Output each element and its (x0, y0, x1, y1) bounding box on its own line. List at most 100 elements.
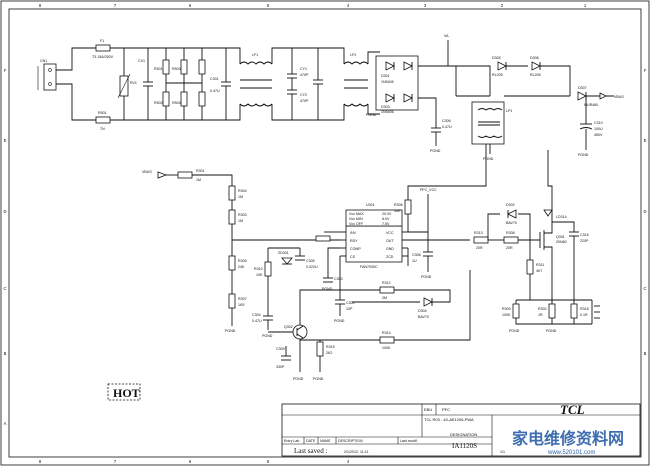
last-saved-value: 2/1/2012, 11:11 (344, 450, 368, 454)
net-pfc-vcc: PFC_VCC (420, 188, 437, 192)
row-label: B (644, 351, 647, 356)
r309-label: R309 (502, 307, 511, 311)
row-label: D (643, 209, 646, 214)
d305-label: D305 (492, 56, 501, 60)
r308-value: 20R (506, 246, 513, 250)
r314-value: 100K (382, 346, 391, 350)
row-label: B (4, 351, 7, 356)
net-va: VA (444, 34, 449, 38)
emi-input-section: CN1 F1 T3.15A/250V R501 7N RV1 CX1 (37, 39, 369, 131)
cn1-connector (43, 63, 57, 91)
c308-label: C308 (412, 253, 421, 257)
col-label: 1 (584, 3, 587, 8)
ld314-label: LD314 (556, 215, 567, 219)
d305-value: RL205 (492, 73, 503, 77)
zd301-label: ZD301 (278, 251, 289, 255)
d306-value: RL205 (530, 73, 541, 77)
d304b-label: D304 (418, 309, 427, 313)
row-label: C (3, 286, 6, 291)
r302-value: 1R (538, 313, 543, 317)
r315-label: R315 (326, 345, 335, 349)
r306-label: R306 (394, 203, 403, 207)
col-label: 8 (39, 3, 42, 8)
col-label: 2 (501, 3, 504, 8)
r303-label: R303 (238, 213, 247, 217)
c302-value: 10P (346, 307, 353, 311)
cn1-label: CN1 (40, 59, 47, 63)
r312-label: R312 (382, 281, 391, 285)
col-label: 7 (114, 459, 117, 464)
r304-value: 1M (238, 195, 243, 199)
u301-pin: ZCD (386, 255, 394, 259)
rs-label: R501 (98, 111, 107, 115)
u301-note-val: 20.0V (382, 212, 392, 216)
r318-value: 0.1R (580, 313, 588, 317)
r308-label: R308 (506, 231, 515, 235)
c310-value: 100U (594, 127, 603, 131)
u301-pin: OUT (386, 239, 394, 243)
row-label: C (643, 286, 646, 291)
c308-value: 1U (412, 259, 417, 263)
col-header: Entry Lab (284, 439, 299, 443)
d307-value: MUR460 (584, 103, 598, 107)
c309-value: 330P (276, 365, 285, 369)
col-label: 4 (347, 3, 350, 8)
bleeder-resistors: R501 R502 R503 R504 (154, 48, 206, 120)
c301-value: 0.47U (210, 89, 220, 93)
u301-pin: CS (350, 255, 356, 259)
designation-value: IA1120S (452, 442, 477, 450)
r313-value: 20R (476, 246, 483, 250)
row-label: F (4, 68, 7, 73)
u301-note: Vcc MAX (349, 212, 364, 216)
pgnd-c302: PGND (334, 319, 345, 323)
r311-label: R311 (536, 263, 544, 267)
ebu-label: EBU (424, 407, 432, 412)
net-vbus-out: VBUS (614, 95, 624, 99)
row-labels: F E D C B A F E D C B (3, 68, 646, 426)
doc-code: TCL R03 - 40-AE1206-PWA (424, 417, 474, 422)
d306-label: D306 (530, 56, 539, 60)
c310-volt: 450V (594, 133, 603, 137)
title-block: EBU PFC TCL R03 - 40-AE1206-PWA Entry La… (281, 402, 641, 457)
bridge-value: 1N5406 (381, 80, 394, 84)
r307-value: 1K5 (238, 303, 244, 307)
d307-label: D307 (578, 86, 587, 90)
c301-label: C301 (210, 77, 219, 81)
r310-value: 10K (256, 273, 263, 277)
c316-label: C316 (580, 233, 589, 237)
pgnd-c303: PGND (322, 287, 333, 291)
pgnd-c306: PGND (430, 149, 441, 153)
r309-value: 100K (502, 313, 511, 317)
f1-value: T3.15A/250V (92, 55, 114, 59)
r311-value: 4K7 (536, 269, 542, 273)
c305-value: 0.022U (306, 265, 318, 269)
q301-label: Q301 (556, 235, 565, 239)
col-header: Last modif. (400, 439, 418, 443)
r313-label: R313 (474, 231, 483, 235)
row-label: E (644, 138, 647, 143)
f1-label: F1 (100, 39, 104, 43)
transistor-q302 (292, 324, 308, 340)
pgnd-sense-1: PGND (509, 329, 520, 333)
c309-label: C309 (276, 347, 285, 351)
cy2-label: CY2 (300, 93, 307, 97)
column-labels-top: 8 7 6 5 4 3 2 1 (39, 3, 587, 8)
row-label: F (644, 68, 647, 73)
cy1-label: CY1 (300, 67, 307, 71)
r305-label: R305 (238, 259, 247, 263)
u301-note: Vcc MIN (349, 217, 363, 221)
c306-label: C306 (442, 119, 451, 123)
mosfet-q301: Q301 20N60 (539, 204, 567, 300)
rev: 1/1 (500, 450, 505, 454)
bridge-value: 1N5406 (381, 110, 394, 114)
pgnd-sense-2: PGND (546, 329, 557, 333)
rv1-value: 7N (100, 127, 105, 131)
c310-label: C310 (594, 121, 603, 125)
r305-value: 24K (238, 265, 245, 269)
ebu-value: PFC (442, 407, 450, 412)
u301-pin: GND (386, 247, 394, 251)
u301-pin: RDY (350, 239, 358, 243)
net-vbus-in: VBUS (142, 170, 152, 174)
bleeder-label: R501 (154, 67, 163, 71)
r304-label: R304 (238, 189, 247, 193)
